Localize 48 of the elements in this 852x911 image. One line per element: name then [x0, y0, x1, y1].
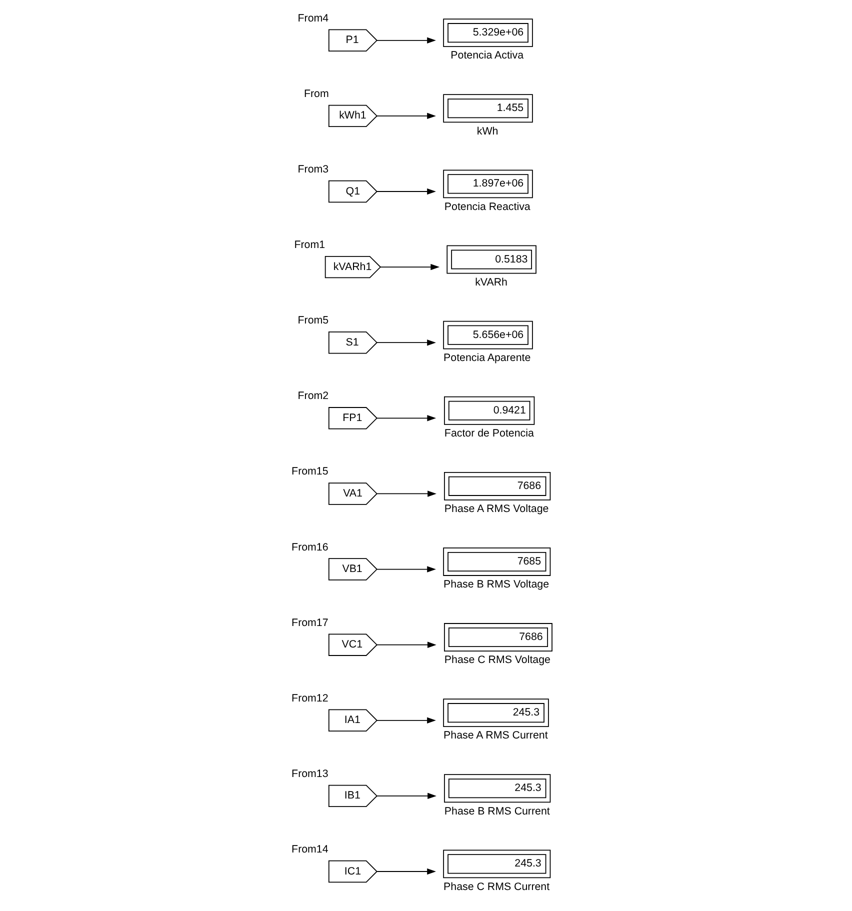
node-box: 7686: [444, 472, 551, 500]
node-label: Phase C RMS Current: [444, 880, 550, 893]
node-label: From12: [292, 692, 328, 704]
node-label: kVARh: [475, 276, 508, 288]
arrow: [376, 642, 436, 648]
node-label: From16: [292, 541, 328, 554]
arrow: [376, 717, 436, 724]
node-label: From15: [292, 466, 328, 478]
arrow: [376, 340, 436, 346]
node-label: From17: [292, 616, 328, 629]
node-box: 0.5183: [446, 245, 536, 274]
node-box: 5.329e+06: [443, 18, 533, 48]
node-label: From4: [298, 12, 329, 24]
node-label: Factor de Potencia: [444, 427, 534, 440]
node-label: Potencia Activa: [450, 50, 524, 62]
node-label: From13: [292, 768, 328, 780]
arrow: [376, 566, 436, 572]
node-label: From1: [294, 239, 326, 252]
node-label: Phase B RMS Current: [444, 805, 550, 818]
arrow: [376, 37, 436, 44]
node-label: From2: [298, 390, 329, 402]
node-label: Potencia Aparente: [444, 352, 531, 364]
node-box: 7685: [443, 548, 551, 576]
node-label: kWh: [476, 125, 498, 138]
arrow: [380, 264, 440, 270]
node-label: Phase A RMS Current: [444, 730, 548, 742]
arrow: [376, 792, 436, 800]
node-label: Potencia Reactiva: [444, 200, 530, 213]
node-label: Phase B RMS Voltage: [444, 578, 550, 591]
arrow: [376, 188, 436, 195]
arrow: [376, 112, 436, 120]
node-label: From14: [292, 843, 328, 856]
node-box: 5.656e+06: [443, 320, 533, 350]
node-box: 1.455: [443, 94, 533, 123]
node-label: Phase A RMS Voltage: [444, 503, 549, 516]
arrow: [376, 415, 436, 422]
arrow: [376, 490, 436, 497]
node-label: From3: [298, 163, 329, 176]
node-label: From5: [298, 314, 329, 327]
arrow: [376, 868, 436, 875]
node-label: Phase C RMS Voltage: [444, 654, 550, 666]
node-box: 245.3: [444, 774, 551, 803]
node-box: 245.3: [443, 850, 551, 878]
node-box: 245.3: [443, 698, 549, 728]
node-label: From: [304, 88, 329, 100]
node-box: 0.9421: [444, 396, 535, 425]
node-box: 7686: [444, 623, 552, 652]
node-box: 1.897e+06: [443, 170, 533, 198]
